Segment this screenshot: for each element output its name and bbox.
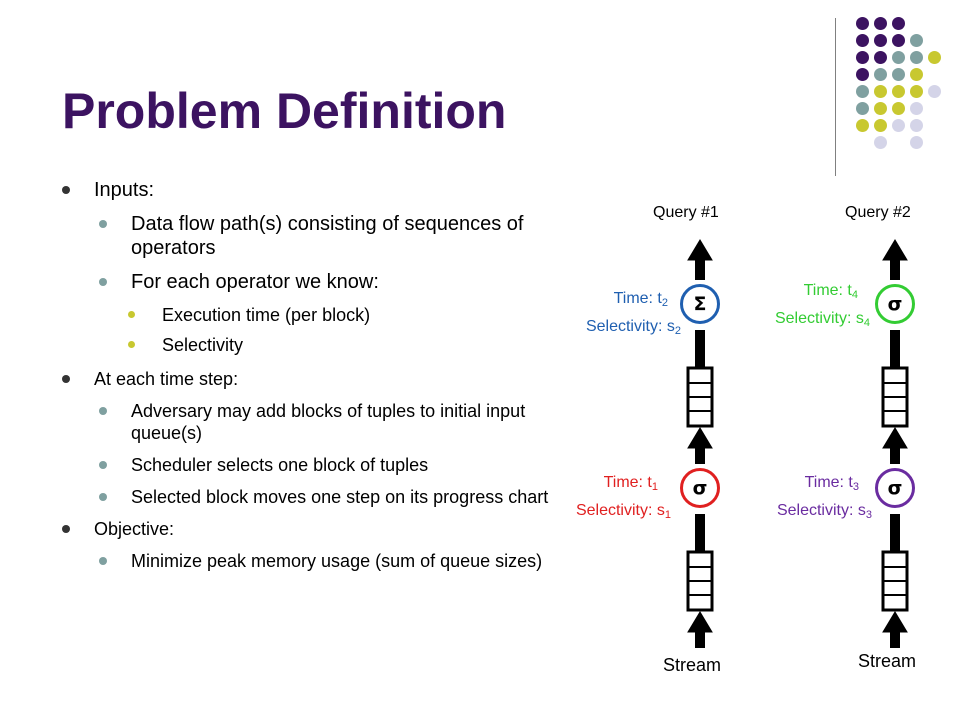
- dot: [910, 85, 923, 98]
- dot: [874, 85, 887, 98]
- bullet-adversary: Adversary may add blocks of tuples to in…: [60, 400, 550, 444]
- bullet-objective: Objective:: [60, 518, 550, 540]
- dot: [910, 68, 923, 81]
- bullet-exec-time: Execution time (per block): [60, 304, 550, 326]
- dot: [856, 51, 869, 64]
- operator-sigma-3-icon: σ: [875, 468, 915, 508]
- dot: [856, 68, 869, 81]
- dot: [892, 102, 905, 115]
- bullet-dataflow: Data flow path(s) consisting of sequence…: [60, 212, 550, 260]
- bullet-list: Inputs: Data flow path(s) consisting of …: [60, 178, 550, 582]
- query1-label: Query #1: [653, 204, 719, 221]
- op2-selectivity: Selectivity: s2: [585, 318, 681, 337]
- bullet-selected: Selected block moves one step on its pro…: [60, 486, 550, 508]
- arrow-up: [882, 611, 908, 633]
- op3-time: Time: t3: [804, 474, 859, 493]
- query1-column: [686, 239, 714, 648]
- query2-label: Query #2: [845, 204, 911, 221]
- arrow-up: [687, 427, 713, 449]
- operator-sigma-4-icon: σ: [875, 284, 915, 324]
- dot: [856, 119, 869, 132]
- dot: [910, 136, 923, 149]
- bullet-scheduler: Scheduler selects one block of tuples: [60, 454, 550, 476]
- bullet-minimize: Minimize peak memory usage (sum of queue…: [60, 550, 550, 572]
- arrow-up: [687, 239, 713, 261]
- dot: [910, 119, 923, 132]
- op4-selectivity: Selectivity: s4: [774, 310, 870, 329]
- dot: [856, 17, 869, 30]
- bullet-each-step: At each time step:: [60, 368, 550, 390]
- operator-sigma-1-icon: σ: [680, 468, 720, 508]
- dot: [874, 136, 887, 149]
- dot: [892, 119, 905, 132]
- stream1-label: Stream: [663, 655, 722, 675]
- op2-time: Time: t2: [613, 290, 668, 309]
- op1-time: Time: t1: [603, 474, 658, 493]
- dot: [910, 51, 923, 64]
- dot: [874, 17, 887, 30]
- dot: [928, 51, 941, 64]
- op4-time: Time: t4: [803, 282, 858, 301]
- dot: [856, 34, 869, 47]
- arrow-up: [882, 239, 908, 261]
- query2-column: [881, 239, 909, 648]
- bullet-operator-know: For each operator we know:: [60, 270, 550, 294]
- slide-title: Problem Definition: [62, 83, 507, 139]
- arrow-up: [882, 427, 908, 449]
- dot: [874, 34, 887, 47]
- dot: [892, 51, 905, 64]
- dot: [892, 17, 905, 30]
- op1-selectivity: Selectivity: s1: [575, 502, 671, 521]
- dot: [910, 102, 923, 115]
- divider-line: [835, 18, 836, 176]
- operator-sum-icon: Σ: [680, 284, 720, 324]
- bullet-inputs: Inputs:: [60, 178, 550, 202]
- dot: [892, 34, 905, 47]
- dot: [874, 68, 887, 81]
- dot: [856, 85, 869, 98]
- dot: [892, 68, 905, 81]
- dot: [874, 102, 887, 115]
- bullet-selectivity: Selectivity: [60, 334, 550, 356]
- dot: [910, 34, 923, 47]
- dot: [928, 85, 941, 98]
- arrow-up: [687, 611, 713, 633]
- stream2-label: Stream: [858, 651, 917, 671]
- dot: [874, 119, 887, 132]
- dot: [856, 102, 869, 115]
- dot: [892, 85, 905, 98]
- op3-selectivity: Selectivity: s3: [776, 502, 872, 521]
- dot: [874, 51, 887, 64]
